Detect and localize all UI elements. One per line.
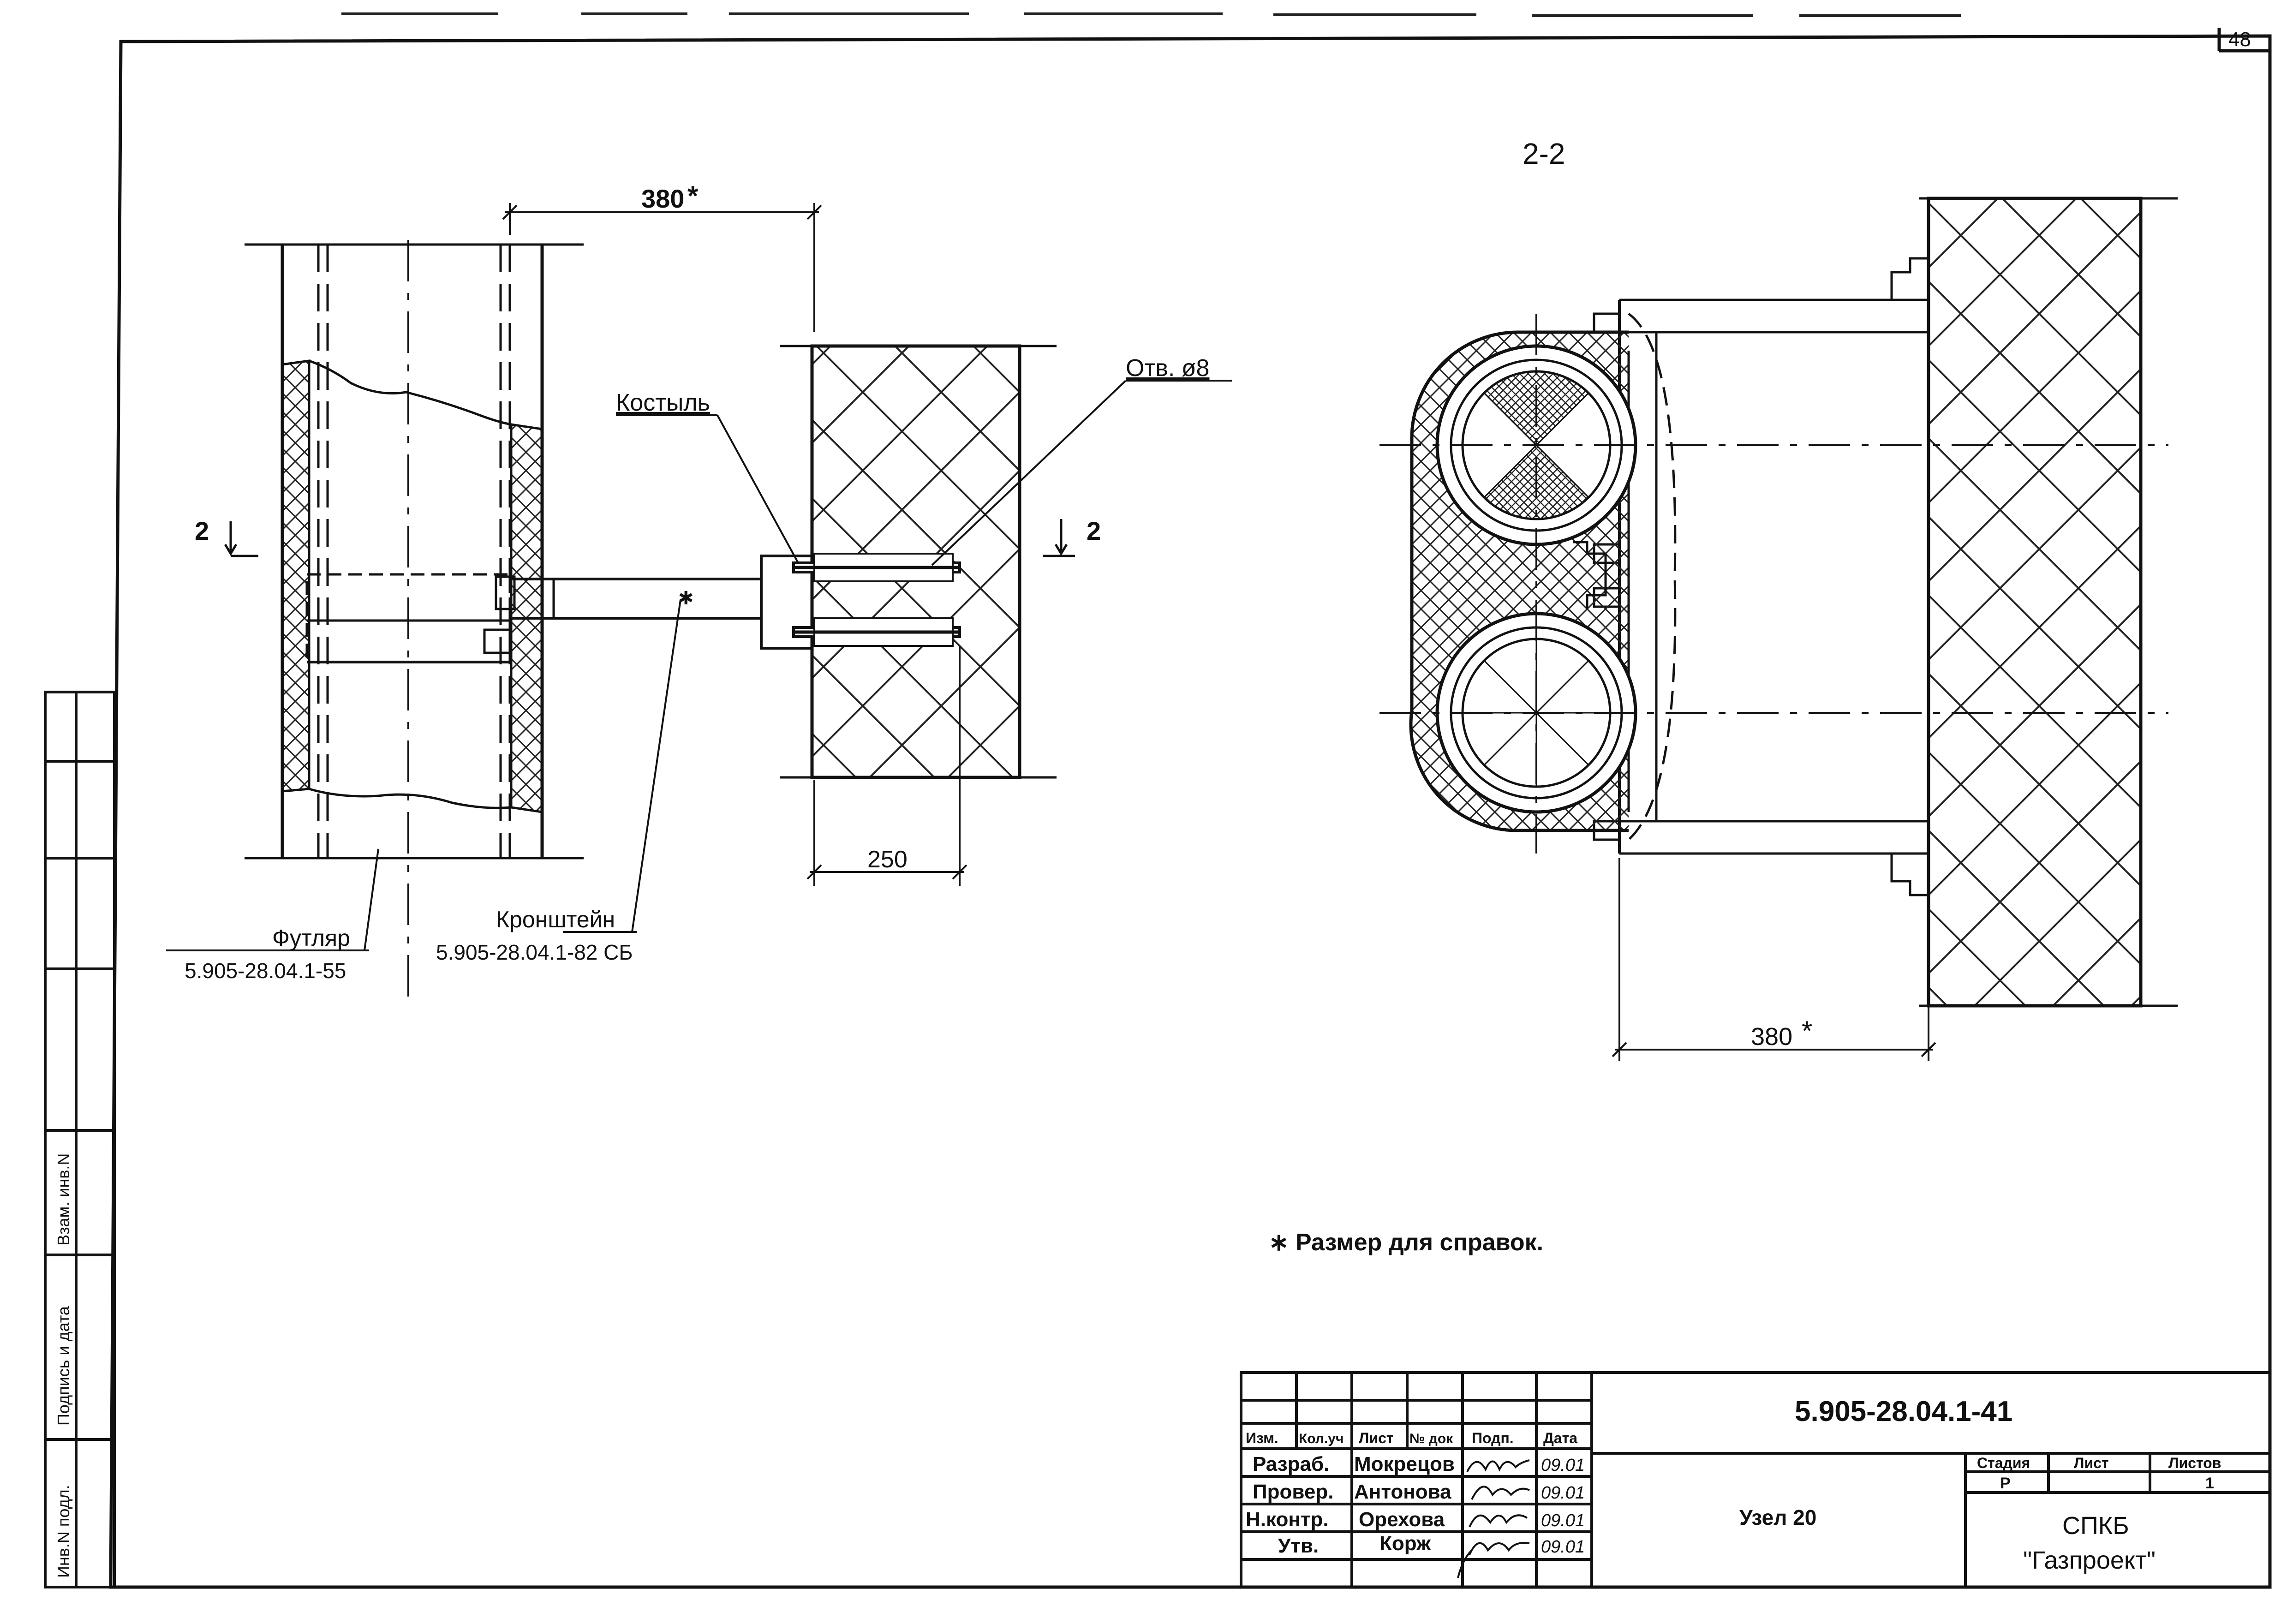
callout-hole: Отв. ø8 <box>1126 355 1209 382</box>
dimension-top-star: * <box>687 180 699 211</box>
dimension-right-380 <box>1612 858 1936 1061</box>
section-cut-left-label: 2 <box>195 516 209 545</box>
header-list: Лист <box>1359 1430 1394 1446</box>
section-cut-right-label: 2 <box>1087 516 1101 545</box>
section-cut-left <box>224 521 258 557</box>
dimension-top-value: 380 <box>641 184 684 213</box>
node-name: Узел 20 <box>1739 1505 1816 1529</box>
signature-marks <box>1457 1459 1530 1578</box>
section-title: 2-2 <box>1523 137 1565 170</box>
date-approved: 09.01 <box>1541 1537 1585 1557</box>
insulation-left <box>281 359 311 793</box>
sheets-header: Листов <box>2168 1455 2221 1471</box>
sheet-number: 48 <box>2228 28 2251 51</box>
sheet-header: Лист <box>2074 1455 2109 1471</box>
dimension-right-value: 380 <box>1751 1023 1792 1051</box>
name-checker: Антонова <box>1354 1481 1451 1503</box>
pipe-case-view <box>245 240 813 1006</box>
org-line1: СПКБ <box>2062 1512 2129 1540</box>
role-checker: Провер. <box>1253 1481 1333 1503</box>
stage-header: Стадия <box>1977 1455 2030 1471</box>
dimension-right-star: * <box>1802 1015 1812 1046</box>
case-code: 5.905-28.04.1-55 <box>185 959 346 983</box>
side-stamp <box>44 691 116 1588</box>
role-norm-control: Н.контр. <box>1246 1508 1329 1531</box>
stamp-field-replacement: Взам. инв.N <box>54 1153 73 1246</box>
title-block <box>1240 1371 2271 1588</box>
date-norm-control: 09.01 <box>1541 1511 1585 1530</box>
leaders <box>166 380 1232 951</box>
role-developer: Разраб. <box>1253 1453 1329 1475</box>
section-2-2-view <box>1379 197 2178 1008</box>
dimension-bottom-value: 250 <box>867 846 908 873</box>
name-approved: Корж <box>1379 1532 1431 1555</box>
stamp-field-signature: Подпись и дата <box>54 1306 73 1426</box>
callout-case: Футляр <box>272 925 350 951</box>
bracket-code: 5.905-28.04.1-82 СБ <box>436 940 633 964</box>
header-sign: Подп. <box>1472 1430 1514 1446</box>
reference-note: ∗ Размер для справок. <box>1269 1229 1543 1256</box>
role-approved: Утв. <box>1278 1534 1319 1557</box>
stamp-field-inventory: Инв.N подл. <box>54 1485 73 1578</box>
doc-code: 5.905-28.04.1-41 <box>1795 1396 2012 1427</box>
dimension-top-380 <box>502 203 822 332</box>
callout-crutch: Костыль <box>616 389 710 416</box>
masonry-wall-left <box>780 344 1057 779</box>
header-kolvo: Кол.уч <box>1299 1431 1344 1446</box>
name-norm-control: Орехова <box>1359 1508 1445 1531</box>
name-developer: Мокрецов <box>1354 1453 1455 1475</box>
callout-bracket: Кронштейн <box>496 907 615 932</box>
dimension-bottom-250 <box>806 646 967 886</box>
weld-mark: ✱ <box>678 588 694 609</box>
org-line2: "Газпроект" <box>2023 1546 2156 1574</box>
date-checker: 09.01 <box>1541 1483 1585 1503</box>
sheets-value: 1 <box>2205 1475 2214 1492</box>
section-cut-right <box>1043 519 1075 557</box>
date-developer: 09.01 <box>1541 1456 1585 1475</box>
stage-value: Р <box>2000 1475 2011 1492</box>
header-doc: № док <box>1409 1431 1453 1446</box>
top-edge-fragments <box>341 12 1961 17</box>
header-izm: Изм. <box>1246 1430 1278 1446</box>
header-date: Дата <box>1543 1430 1577 1446</box>
